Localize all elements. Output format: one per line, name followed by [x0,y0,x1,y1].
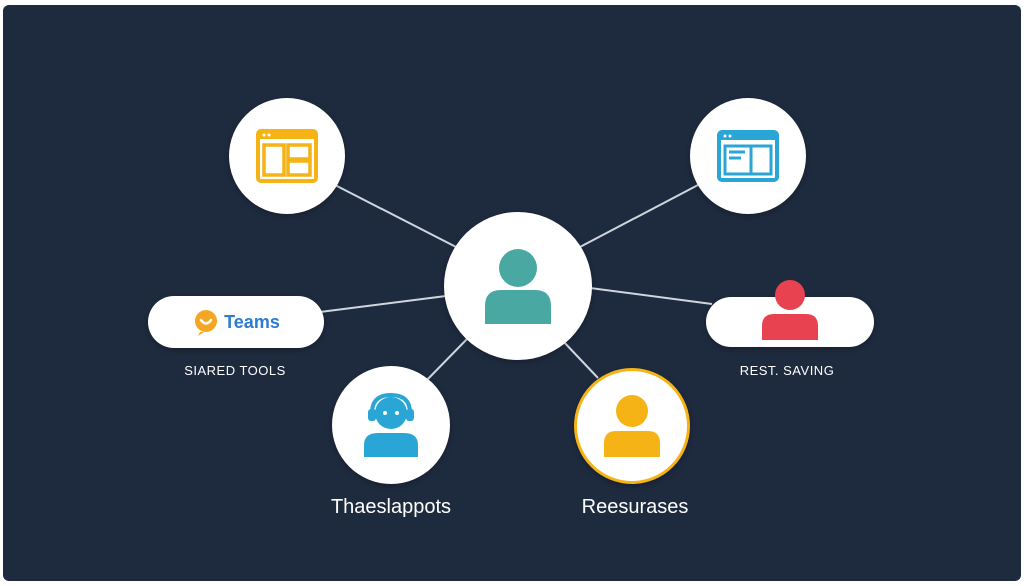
center-node[interactable] [444,212,592,360]
connector-top-right [577,184,699,249]
headset-person-icon [364,392,418,457]
rest-saving-label: REST. SAVING [739,363,835,378]
top-right-node[interactable] [690,98,806,214]
bottom-right-node[interactable] [574,368,690,484]
teams-logo: Teams [192,308,280,336]
top-left-node[interactable] [229,98,345,214]
teams-pill[interactable]: Teams [148,296,324,348]
rest-saving-person-icon [762,280,818,340]
connector-bottom-right [561,339,599,379]
window-document-icon [717,130,779,182]
window-layout-icon [256,129,318,183]
bottom-left-node[interactable] [332,366,450,484]
connector-bottom-left [424,337,469,383]
teams-brand-text: Teams [224,311,280,332]
person-icon [485,249,551,324]
shared-tools-label: SIARED TOOLS [184,363,286,378]
teams-logo-icon [195,310,218,336]
connector-top-left [334,184,459,249]
bottom-right-label: Reesurases [581,496,689,518]
bottom-left-label: Thaeslappots [330,496,452,518]
connector-teams [319,295,447,313]
connector-rest-saving [589,287,713,305]
person-icon [604,395,660,457]
